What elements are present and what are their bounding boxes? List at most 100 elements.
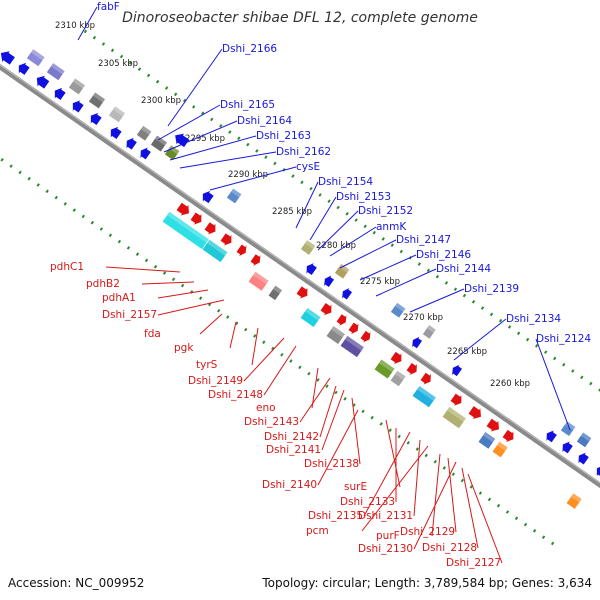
- reverse-cds-arrow: [360, 330, 371, 343]
- reverse-gene-label: Dshi_2138: [304, 458, 359, 470]
- forward-gene-label: Dshi_2144: [436, 263, 491, 275]
- genome-backbone: [0, 63, 600, 489]
- reverse-gene-label: pdhC1: [50, 261, 84, 273]
- reverse-cds-arrow: [336, 314, 347, 326]
- forward-cds-arrow: [306, 263, 317, 275]
- reverse-cds-arrow: [502, 429, 514, 443]
- reverse-gene-label: Dshi_2129: [400, 526, 455, 538]
- forward-cds-arrow: [126, 137, 137, 150]
- reverse-gene-label: pgk: [174, 342, 194, 354]
- reverse-feature-box: [390, 370, 406, 387]
- kbp-tick-label: 2260 kbp: [490, 379, 530, 389]
- forward-cds-arrow: [54, 87, 66, 100]
- forward-feature-box: [108, 106, 125, 123]
- forward-feature-box: [136, 125, 152, 141]
- reverse-gene-label: Dshi_2149: [188, 375, 243, 387]
- forward-gene-label: Dshi_2164: [237, 115, 292, 127]
- reverse-cds-arrow: [486, 418, 499, 432]
- reverse-cds-arrow: [420, 372, 431, 385]
- forward-gene-label: Dshi_2146: [416, 249, 471, 261]
- reverse-cds-arrow: [190, 212, 202, 225]
- reverse-cds-arrow: [320, 303, 332, 316]
- forward-gene-label: cysE: [296, 161, 320, 173]
- kbp-tick-label: 2290 kbp: [228, 170, 268, 180]
- reverse-feature-box: [202, 239, 228, 263]
- reverse-cds-arrow: [176, 202, 189, 216]
- reverse-gene-label: Dshi_2133: [340, 496, 395, 508]
- reverse-gene-label: Dshi_2128: [422, 542, 477, 554]
- forward-gene-label: Dshi_2153: [336, 191, 391, 203]
- reverse-gene-label: eno: [256, 402, 276, 414]
- reverse-gene-label: Dshi_2157: [102, 309, 157, 321]
- forward-cds-arrow: [578, 452, 589, 465]
- reverse-gene-label: surE: [344, 481, 367, 493]
- forward-feature-box: [334, 263, 350, 279]
- map-title: Dinoroseobacter shibae DFL 12, complete …: [122, 10, 478, 26]
- kbp-tick-label: 2280 kbp: [316, 241, 356, 251]
- forward-cds-arrow: [175, 133, 190, 148]
- forward-cds-arrow: [18, 62, 30, 75]
- forward-feature-box: [26, 49, 45, 67]
- reverse-cds-arrow: [450, 393, 462, 406]
- reverse-feature-box: [326, 326, 345, 344]
- forward-feature-box: [150, 135, 167, 152]
- forward-gene-label: Dshi_2139: [464, 283, 519, 295]
- reverse-cds-arrow: [296, 286, 308, 299]
- reverse-feature-box: [478, 432, 496, 449]
- reverse-gene-label: tyrS: [196, 359, 218, 371]
- forward-feature-box: [390, 302, 406, 318]
- kbp-tick-label: 2265 kbp: [447, 347, 487, 357]
- reverse-feature-box: [412, 386, 436, 408]
- forward-gene-label: Dshi_2147: [396, 234, 451, 246]
- forward-cds-arrow: [202, 190, 214, 204]
- forward-cds-arrow: [140, 147, 151, 160]
- forward-gene-label: anmK: [376, 221, 407, 233]
- forward-gene-labels: fabFDshi_2166Dshi_2165Dshi_2164Dshi_2163…: [77, 1, 591, 431]
- reverse-gene-label: Dshi_2131: [358, 510, 413, 522]
- reverse-gene-label: purF: [376, 530, 400, 542]
- reverse-cds-arrow: [406, 362, 417, 375]
- reverse-feature-box: [340, 335, 364, 358]
- reverse-gene-label: Dshi_2130: [358, 543, 413, 555]
- kbp-tick-label: 2300 kbp: [141, 96, 181, 106]
- forward-features: [0, 49, 600, 478]
- kbp-tick-label: 2305 kbp: [98, 59, 138, 69]
- forward-feature-box: [422, 325, 436, 339]
- forward-gene-label: Dshi_2152: [358, 205, 413, 217]
- forward-cds-arrow: [546, 430, 557, 443]
- reverse-feature-box: [162, 211, 209, 250]
- reverse-gene-label: Dshi_2142: [264, 431, 319, 443]
- far-upper-dots: [83, 29, 600, 392]
- forward-feature-box: [576, 432, 592, 448]
- forward-gene-label: Dshi_2166: [222, 43, 277, 55]
- reverse-cds-arrow: [204, 222, 216, 235]
- reverse-feature-box: [248, 271, 269, 291]
- forward-gene-label: Dshi_2154: [318, 176, 373, 188]
- reverse-cds-arrow: [390, 351, 402, 364]
- forward-feature-box: [88, 92, 105, 109]
- forward-cds-arrow: [596, 465, 600, 478]
- kbp-tick-label: 2285 kbp: [272, 207, 312, 217]
- accession-text: Accession: NC_009952: [8, 576, 145, 590]
- reverse-feature-box: [442, 406, 466, 429]
- reverse-gene-label: fda: [144, 328, 161, 340]
- forward-feature-box: [226, 188, 242, 204]
- forward-cds-arrow: [324, 275, 334, 287]
- reverse-gene-label: pdhA1: [102, 292, 136, 304]
- forward-cds-arrow: [110, 126, 122, 139]
- kbp-tick-label: 2310 kbp: [55, 21, 95, 31]
- forward-gene-label: Dshi_2165: [220, 99, 275, 111]
- reverse-cds-arrow: [468, 406, 481, 419]
- forward-gene-label: Dshi_2124: [536, 333, 591, 345]
- reverse-gene-label: pdhB2: [86, 278, 120, 290]
- forward-feature-box: [164, 145, 180, 161]
- forward-cds-arrow: [0, 51, 15, 65]
- forward-gene-label: Dshi_2162: [276, 146, 331, 158]
- forward-cds-arrow: [90, 112, 102, 126]
- reverse-cds-arrow: [348, 322, 359, 335]
- forward-feature-box: [300, 240, 316, 255]
- forward-cds-arrow: [72, 100, 84, 113]
- reverse-gene-label: Dshi_2141: [266, 444, 321, 456]
